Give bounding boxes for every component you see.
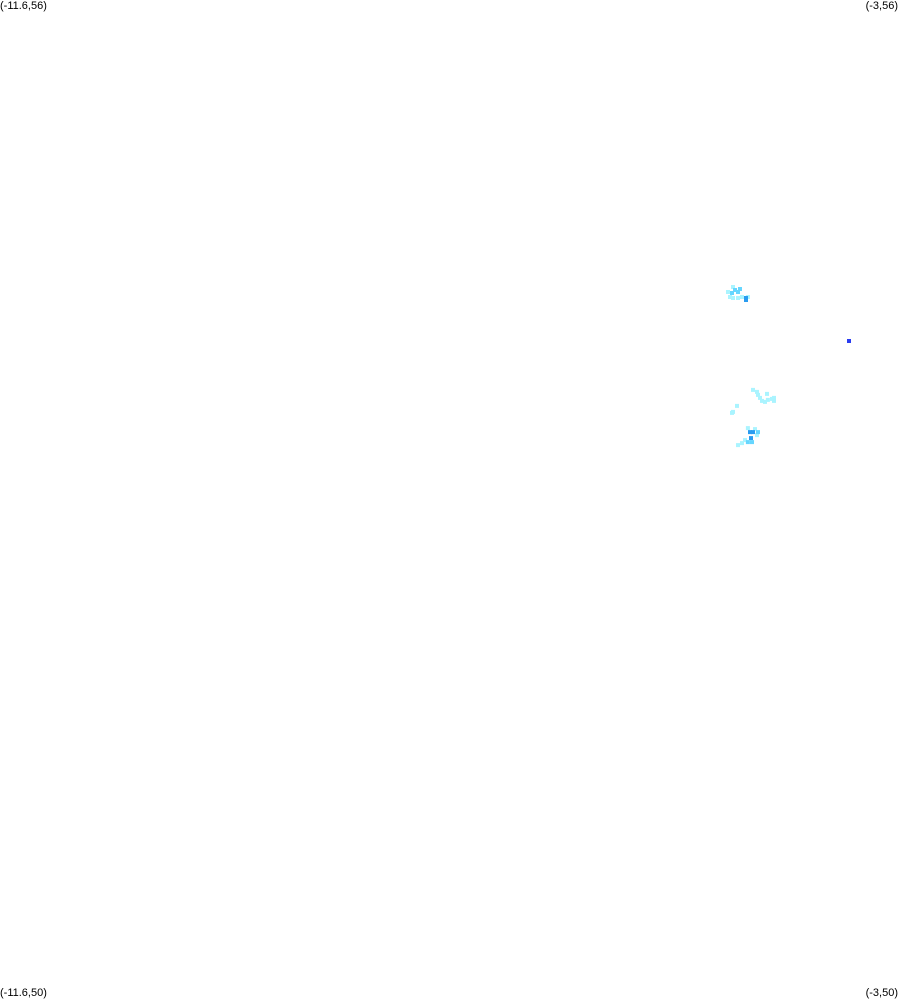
precip-cell (744, 298, 748, 302)
precip-cell (745, 426, 750, 431)
precip-cell (738, 287, 742, 291)
corner-label-bottom-right: (-3,50) (865, 987, 898, 999)
precip-cell (728, 295, 732, 299)
precip-cell (731, 285, 735, 289)
corner-label-top-left: (-11.6,56) (0, 0, 47, 12)
precip-cell (736, 296, 740, 300)
precip-cell (765, 391, 769, 396)
precip-cell (749, 436, 753, 441)
precip-cell (765, 397, 770, 402)
precip-cell (753, 427, 757, 432)
precip-cell (755, 433, 759, 438)
precip-cell (736, 290, 740, 294)
precip-cell (756, 430, 760, 435)
precip-cell (755, 389, 759, 394)
precip-cell (730, 291, 734, 295)
precip-cell (740, 441, 744, 446)
precip-cell (751, 387, 755, 392)
precip-cell (758, 395, 762, 400)
precip-cell (847, 339, 851, 343)
precip-cell (740, 295, 744, 299)
precip-cell (731, 296, 735, 300)
precip-cell (772, 398, 776, 403)
precip-cell (763, 399, 767, 404)
precip-cell (733, 288, 737, 292)
corner-label-bottom-left: (-11.6,50) (0, 987, 47, 999)
precip-cell (756, 392, 760, 397)
precip-cell (772, 395, 776, 400)
precip-cell (730, 410, 734, 415)
precip-cell (743, 438, 747, 443)
precip-cell (736, 443, 740, 448)
precip-cell (748, 430, 752, 435)
precip-cell (760, 398, 764, 403)
corner-label-top-right: (-3,56) (865, 0, 898, 12)
precip-cell (735, 403, 739, 408)
precip-cell (751, 430, 755, 435)
precip-cell (726, 290, 730, 294)
precip-cell (745, 440, 750, 445)
precip-cell (750, 440, 754, 445)
